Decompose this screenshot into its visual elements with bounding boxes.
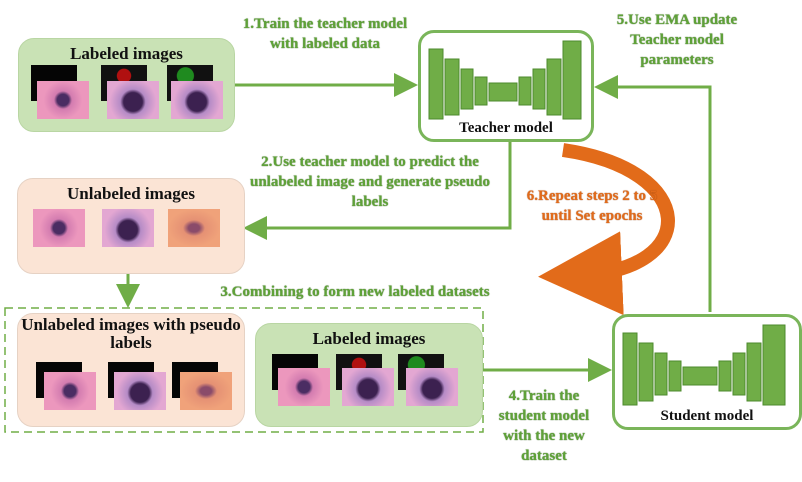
teacher-model-label: Teacher model [459, 120, 553, 136]
box-title: Labeled images [312, 329, 426, 348]
labeled-images-box-bottom: Labeled images [255, 323, 483, 427]
sample-image [278, 368, 330, 406]
sample-image [406, 368, 458, 406]
sample-image [33, 209, 85, 247]
network-icon [622, 324, 786, 406]
sample-image [102, 209, 154, 247]
sample-image [168, 209, 220, 247]
sample-image [114, 372, 166, 410]
step2-label: 2.Use teacher model to predict the unlab… [249, 154, 490, 210]
sample-image [342, 368, 394, 406]
arrow-step6-repeat [538, 143, 675, 316]
box-title: Unlabeled images with pseudo labels [21, 315, 241, 352]
teacher-model-box: Teacher model [418, 30, 594, 142]
step3-label: 3.Combining to form new labeled datasets [220, 284, 490, 300]
sample-image [171, 81, 223, 119]
sample-image [44, 372, 96, 410]
student-model-box: Student model [612, 314, 802, 430]
network-icon [428, 40, 582, 120]
step5-label: 5.Use EMA update Teacher model parameter… [616, 12, 738, 68]
arrow-step5 [594, 75, 712, 312]
unlabeled-images-box: Unlabeled images [17, 178, 245, 274]
sample-image [37, 81, 89, 119]
arrow-step2 [243, 140, 512, 240]
labeled-images-box-top: Labeled images [18, 38, 235, 132]
step4-label: 4.Train the student model with the new d… [498, 388, 590, 464]
sample-image [107, 81, 159, 119]
box-title: Unlabeled images [67, 184, 195, 203]
sample-image [180, 372, 232, 410]
student-model-label: Student model [660, 408, 754, 424]
step6-label: 6.Repeat steps 2 to 5 until Set epochs [526, 188, 658, 224]
step1-label: 1.Train the teacher model with labeled d… [242, 16, 408, 52]
box-title: Labeled images [70, 44, 183, 63]
pseudo-labeled-images-box: Unlabeled images with pseudo labels [17, 313, 245, 427]
